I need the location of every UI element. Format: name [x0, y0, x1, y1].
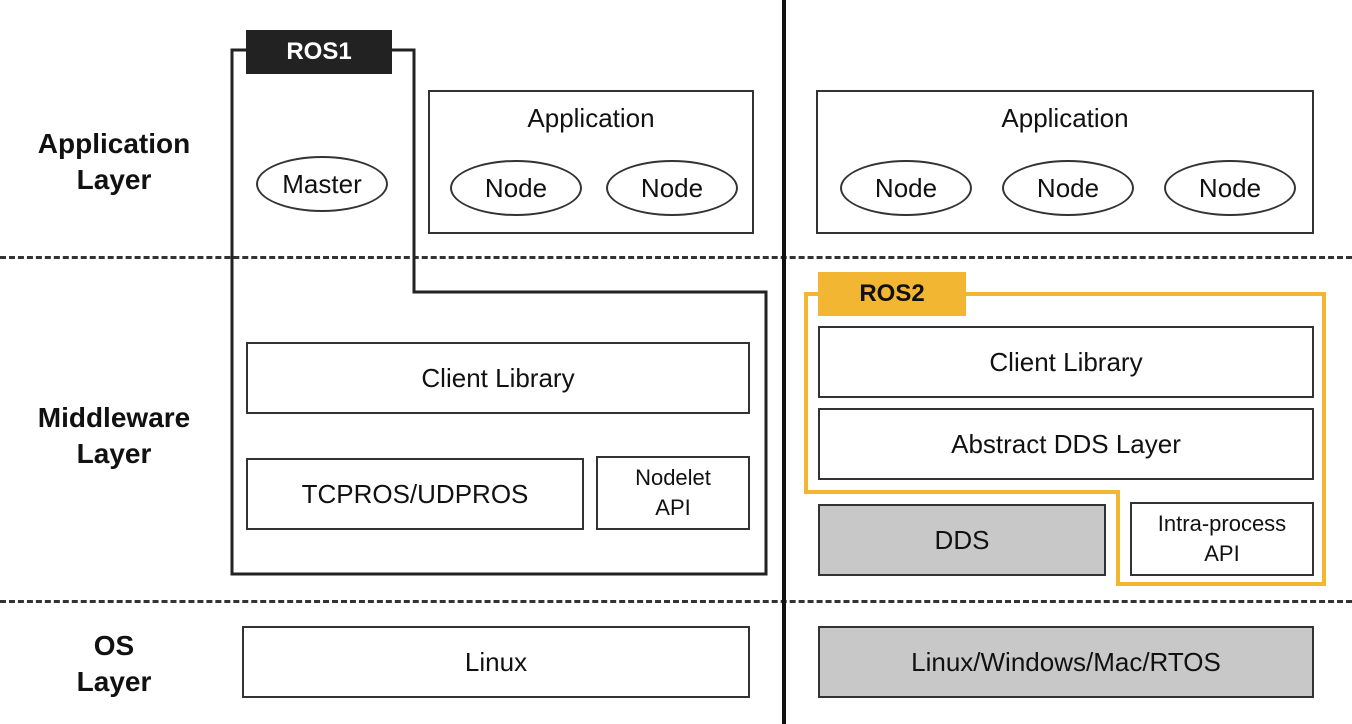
intra-process-api-box: Intra-process API — [1130, 502, 1314, 576]
ros1-boundary — [230, 48, 768, 576]
ros1-client-library: Client Library — [246, 342, 750, 414]
tcpros-udpros-box: TCPROS/UDPROS — [246, 458, 584, 530]
ros2-client-library: Client Library — [818, 326, 1314, 398]
ros2-os-box: Linux/Windows/Mac/RTOS — [818, 626, 1314, 698]
ros2-application-box: Application Node Node Node — [816, 90, 1314, 234]
ros2-node: Node — [1002, 160, 1134, 216]
ros1-tag: ROS1 — [246, 30, 392, 74]
application-middleware-separator — [0, 256, 1352, 259]
ros1-os-box: Linux — [242, 626, 750, 698]
ros1-application-box: Application Node Node — [428, 90, 754, 234]
ros2-node: Node — [840, 160, 972, 216]
middleware-os-separator — [0, 600, 1352, 603]
ros2-node: Node — [1164, 160, 1296, 216]
dds-box: DDS — [818, 504, 1106, 576]
ros1-node: Node — [450, 160, 582, 216]
ros1-node: Node — [606, 160, 738, 216]
ros2-tag: ROS2 — [818, 272, 966, 316]
ros1-application-title: Application — [527, 103, 655, 133]
ros2-application-title: Application — [1001, 103, 1129, 133]
ros2-boundary — [804, 292, 1326, 586]
master-node: Master — [256, 156, 388, 212]
application-layer-label: Application Layer — [37, 128, 191, 195]
abstract-dds-layer-box: Abstract DDS Layer — [818, 408, 1314, 480]
os-layer-label: OS Layer — [76, 630, 152, 697]
ros1-ros2-divider — [782, 0, 786, 724]
middleware-layer-label: Middleware Layer — [37, 402, 191, 469]
nodelet-api-box: Nodelet API — [596, 456, 750, 530]
